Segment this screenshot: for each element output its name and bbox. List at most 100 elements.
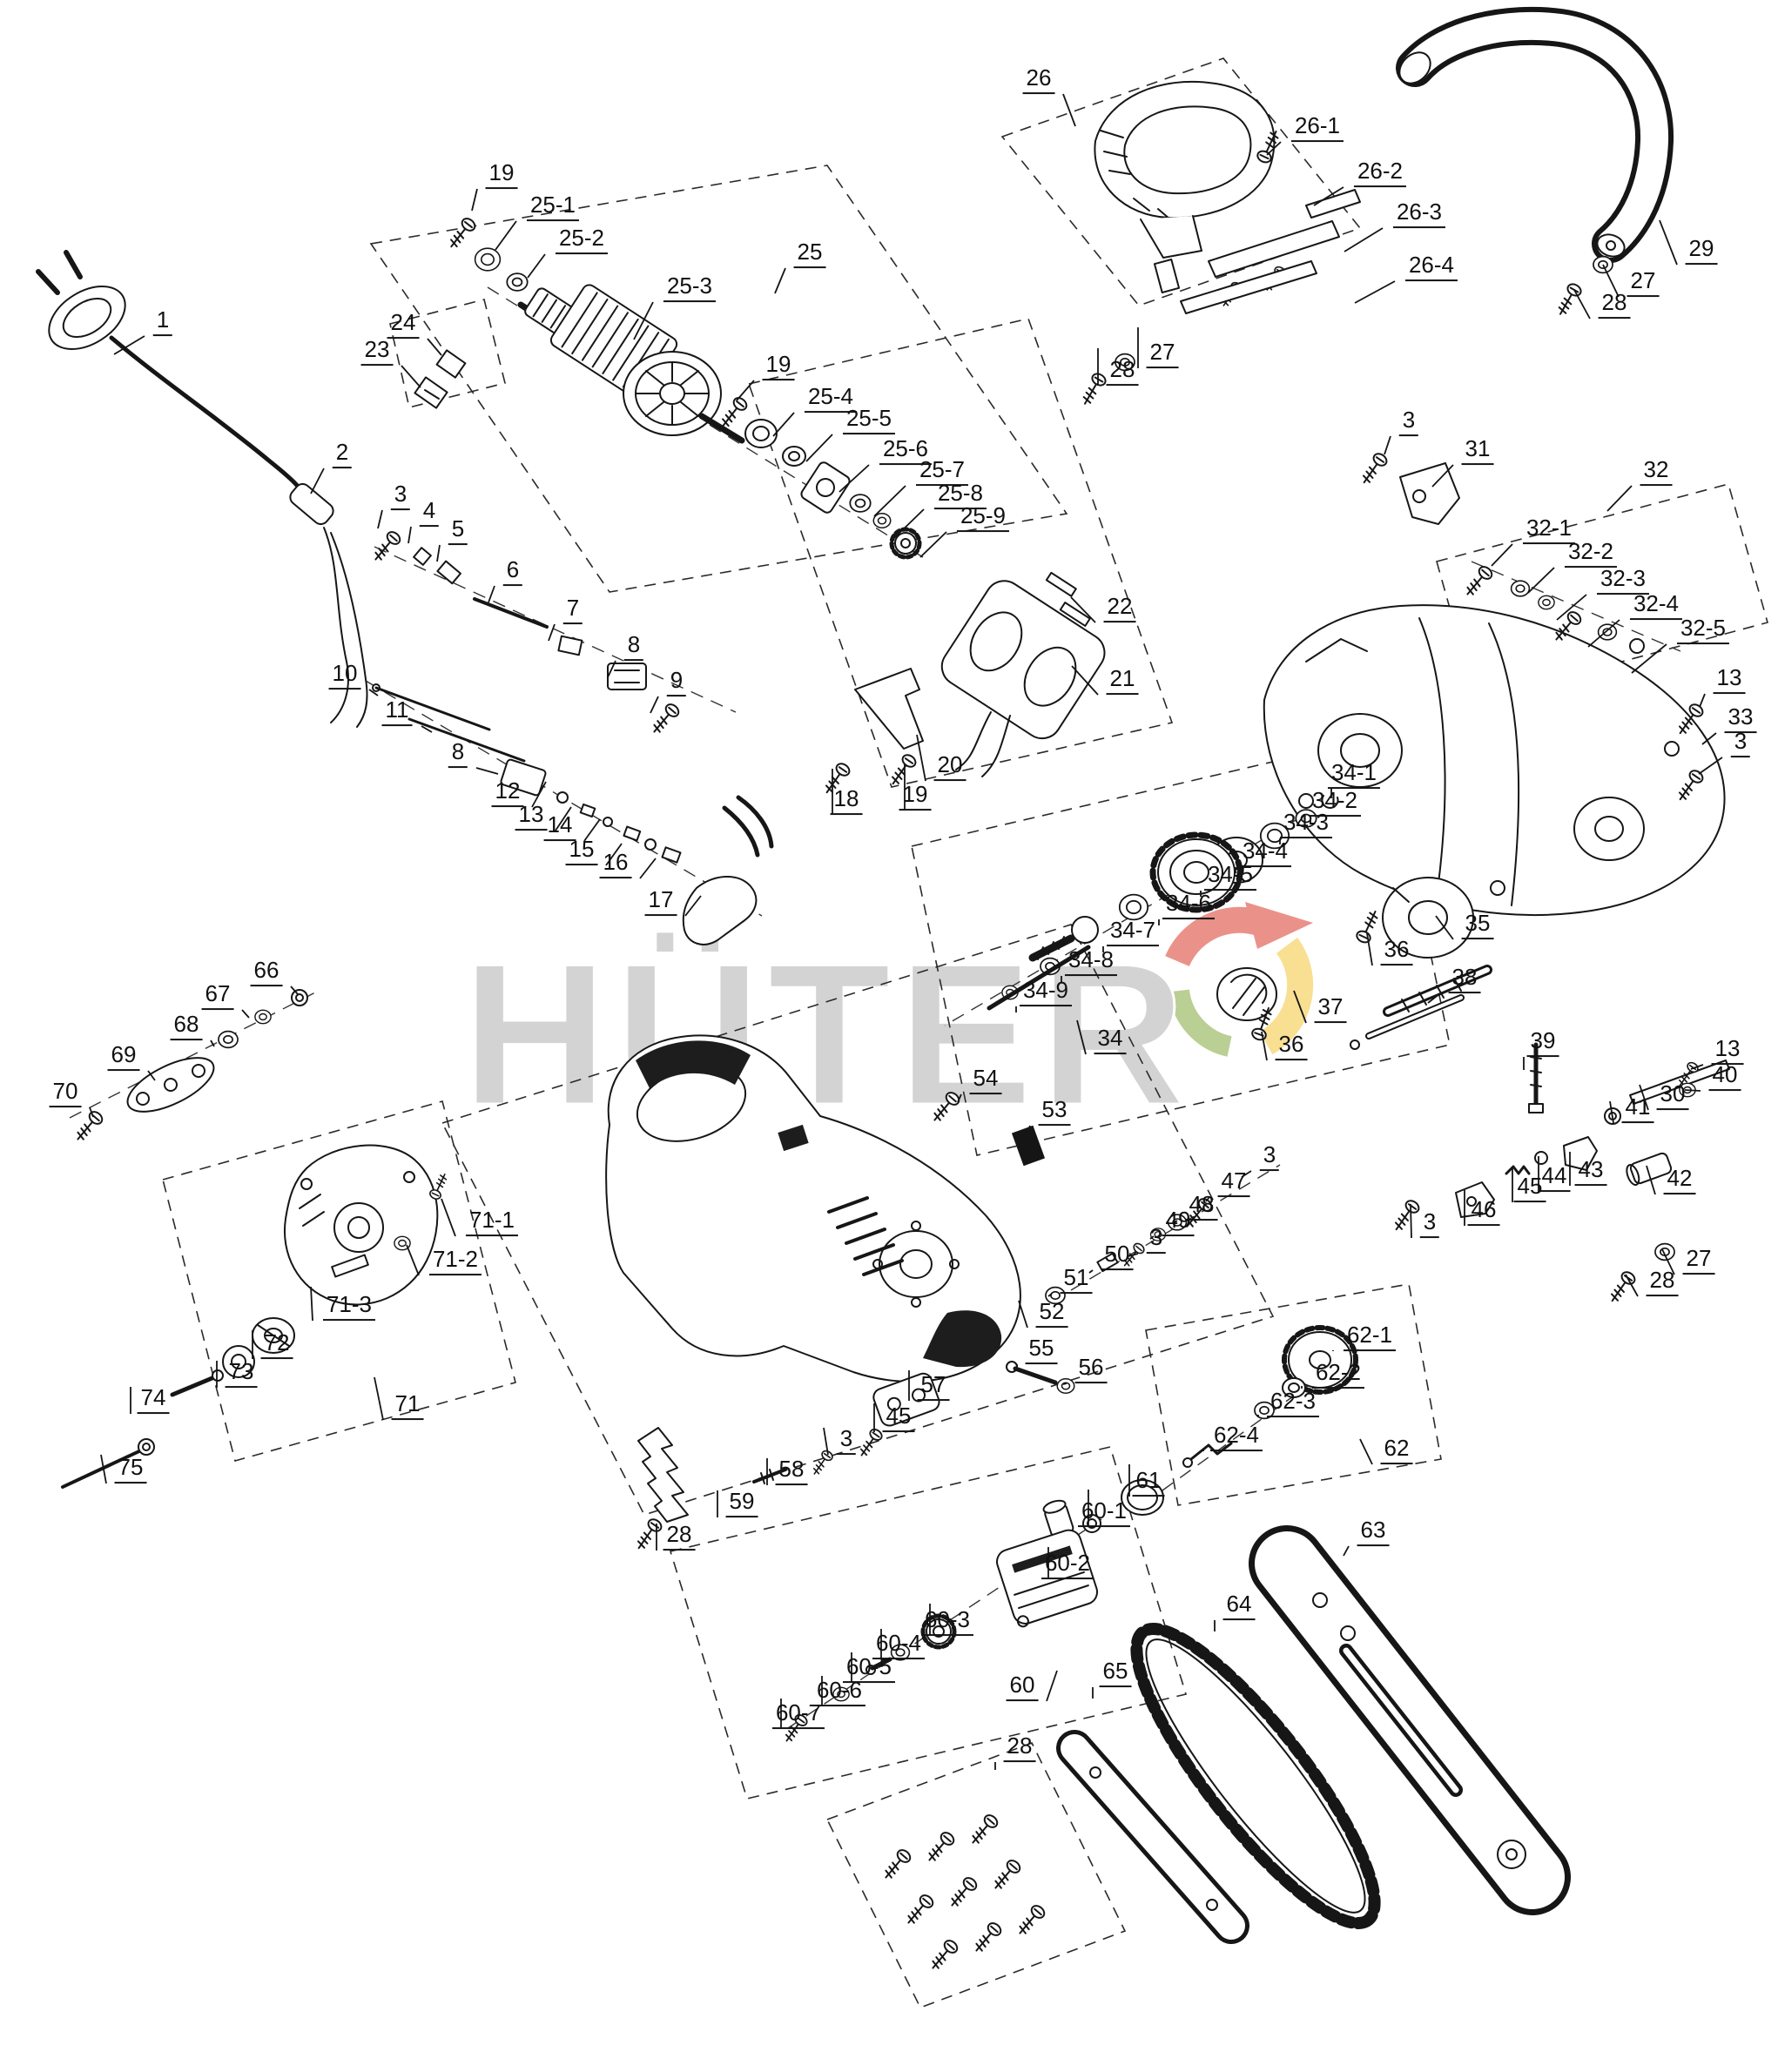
leader-line [1646, 1165, 1656, 1195]
part-label-60-3: 60-3 [920, 1607, 974, 1636]
part-label-55: 55 [1025, 1335, 1058, 1364]
leader-line [113, 335, 145, 355]
leader-line [633, 301, 654, 340]
leader-line [1698, 757, 1723, 775]
leader-line [1047, 1293, 1053, 1297]
part-label-19: 19 [899, 782, 932, 811]
part-label-34-7: 34-7 [1106, 918, 1160, 946]
leader-line [374, 1376, 384, 1421]
leader-line [957, 1093, 962, 1103]
part-label-32-3: 32-3 [1596, 566, 1650, 595]
part-label-5: 5 [448, 516, 468, 545]
leader-line [1149, 1235, 1155, 1240]
part-label-69: 69 [107, 1042, 140, 1071]
leader-line [1366, 932, 1373, 966]
part-label-71-2: 71-2 [428, 1247, 482, 1275]
watermark-logo-arc-green [1168, 989, 1232, 1057]
leader-line [1491, 543, 1513, 567]
part-label-49: 49 [1162, 1208, 1195, 1236]
part-label-17: 17 [644, 887, 677, 916]
part-label-25-9: 25-9 [956, 503, 1010, 532]
part-label-9: 9 [666, 668, 687, 696]
covers-and-studs [1216, 877, 1492, 1050]
part-label-58: 58 [775, 1456, 808, 1485]
part-label-67: 67 [201, 981, 234, 1010]
part-label-26-2: 26-2 [1353, 158, 1407, 187]
leader-line [100, 1454, 107, 1484]
leader-line [1070, 596, 1096, 623]
leader-line [89, 1107, 94, 1118]
stator-assembly [820, 571, 1106, 797]
oil-pump-assembly [780, 1325, 1358, 1746]
leader-line [1631, 643, 1667, 674]
part-label-53: 53 [1038, 1097, 1071, 1126]
leader-line [805, 434, 833, 462]
leader-line [1266, 141, 1282, 156]
part-label-8: 8 [448, 739, 468, 768]
part-label-64: 64 [1222, 1591, 1256, 1620]
leader-line [471, 188, 478, 212]
leader-line [427, 338, 442, 356]
part-label-15: 15 [565, 837, 598, 865]
part-label-26-4: 26-4 [1404, 252, 1458, 281]
leader-line [1343, 1545, 1350, 1557]
leader-line [1384, 435, 1391, 455]
leader-line [406, 1244, 420, 1276]
leader-line [241, 1009, 250, 1019]
watermark-logo-arc-red [1165, 906, 1282, 967]
part-label-25: 25 [793, 239, 826, 268]
part-label-36: 36 [1380, 937, 1413, 965]
part-label-62-3: 62-3 [1266, 1389, 1320, 1417]
part-label-72: 72 [260, 1330, 293, 1359]
leader-line [919, 531, 947, 558]
leader-line [377, 509, 383, 529]
leader-line [436, 544, 441, 562]
part-label-18: 18 [830, 786, 863, 815]
part-label-60-4: 60-4 [872, 1631, 926, 1659]
part-label-57: 57 [917, 1372, 950, 1401]
part-label-45: 45 [1513, 1174, 1546, 1202]
part-label-54: 54 [969, 1066, 1002, 1094]
part-label-38: 38 [1448, 965, 1481, 993]
leader-line [1088, 1269, 1094, 1274]
part-label-22: 22 [1103, 594, 1136, 622]
part-label-13: 13 [1711, 1036, 1744, 1065]
part-label-28: 28 [1646, 1268, 1679, 1296]
leader-line [1018, 1300, 1028, 1329]
leader-line [1659, 219, 1678, 266]
leader-line [1690, 1064, 1704, 1070]
part-label-34-2: 34-2 [1308, 788, 1362, 817]
leader-line [1026, 1125, 1031, 1134]
part-label-32: 32 [1640, 457, 1673, 486]
part-label-26-1: 26-1 [1290, 113, 1344, 142]
leader-line [1435, 915, 1454, 940]
part-label-60-6: 60-6 [812, 1678, 866, 1706]
part-label-25-1: 25-1 [526, 192, 580, 221]
part-label-52: 52 [1035, 1299, 1068, 1328]
part-label-74: 74 [137, 1385, 170, 1414]
part-label-28: 28 [1598, 290, 1631, 319]
part-label-3: 3 [836, 1426, 857, 1455]
tensioner-parts [1390, 1042, 1730, 1306]
part-label-60: 60 [1006, 1672, 1039, 1701]
switch-parts [369, 528, 774, 945]
part-label-3: 3 [1259, 1142, 1280, 1171]
assembly-group-boxes [162, 57, 1768, 2009]
front-handle [1396, 6, 1674, 319]
leader-line [1701, 732, 1717, 745]
leader-line [147, 1070, 156, 1081]
part-label-51: 51 [1060, 1265, 1093, 1294]
leader-line [1046, 1670, 1058, 1702]
leader-line [772, 412, 795, 437]
part-label-73: 73 [225, 1359, 258, 1388]
part-label-62-1: 62-1 [1343, 1322, 1397, 1351]
part-label-23: 23 [360, 337, 394, 366]
housing-shell [1263, 450, 1726, 916]
part-label-3: 3 [1146, 1225, 1167, 1254]
leader-line [1684, 1089, 1701, 1092]
leader-line [1313, 186, 1344, 206]
part-label-26-3: 26-3 [1392, 199, 1446, 228]
part-label-25-2: 25-2 [555, 225, 609, 254]
